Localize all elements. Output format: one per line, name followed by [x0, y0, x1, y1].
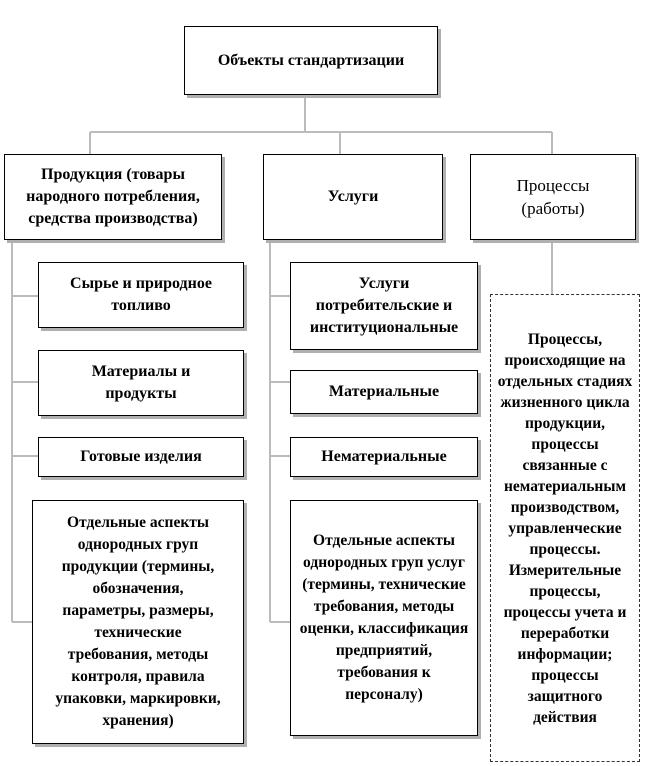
branch-processes-label: Процессы (работы) [516, 176, 590, 218]
products-item-aspects: Отдельные аспекты однородных груп продук… [32, 500, 244, 744]
products-item-label: Материалы и продукты [91, 363, 191, 402]
branch-services-label: Услуги [327, 188, 379, 205]
products-item-materials: Материалы и продукты [38, 350, 244, 416]
products-item-label: Отдельные аспекты однородных груп продук… [55, 514, 221, 729]
processes-item-label: Процессы, происходящие на отдельных стад… [497, 330, 633, 726]
branch-services-box: Услуги [263, 154, 443, 240]
products-item-finished: Готовые изделия [38, 437, 244, 477]
services-item-label: Материальные [328, 383, 440, 400]
services-item-material: Материальные [290, 370, 478, 414]
root-label: Объекты стандартизации [217, 51, 405, 69]
services-item-consumer: Услуги потребительские и институциональн… [290, 262, 478, 350]
services-item-label: Отдельные аспекты однородных груп услуг … [299, 532, 469, 703]
services-item-nonmaterial: Нематериальные [290, 437, 478, 477]
services-item-label: Услуги потребительские и институциональн… [309, 275, 459, 336]
branch-products-box: Продукция (товары народного потребления,… [4, 154, 222, 240]
services-item-aspects: Отдельные аспекты однородных груп услуг … [290, 500, 478, 736]
products-item-label: Сырье и природное топливо [70, 275, 212, 314]
products-item-raw: Сырье и природное топливо [38, 262, 244, 328]
services-item-label: Нематериальные [321, 448, 447, 465]
branch-products-label: Продукция (товары народного потребления,… [26, 166, 200, 227]
branch-processes-box: Процессы (работы) [470, 154, 636, 240]
processes-item-list: Процессы, происходящие на отдельных стад… [490, 294, 640, 762]
products-item-label: Готовые изделия [80, 448, 202, 465]
root-box: Объекты стандартизации [184, 26, 438, 95]
